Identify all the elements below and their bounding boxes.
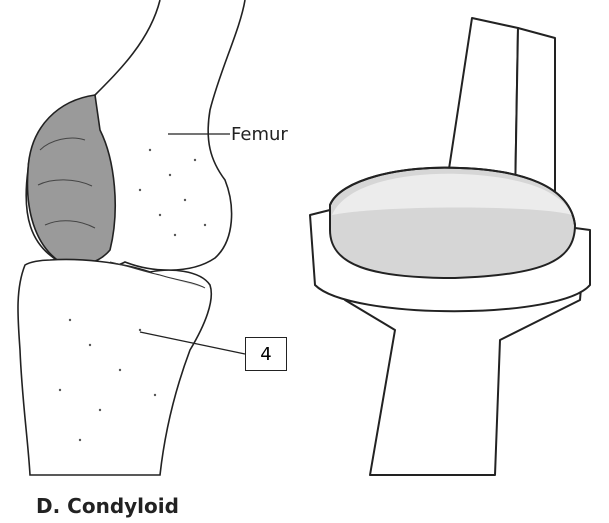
joint-model	[310, 18, 590, 475]
structure-number: 4	[260, 344, 271, 365]
figure-caption: D. Condyloid	[36, 494, 179, 518]
femur-label: Femur	[231, 124, 288, 145]
femur-bone	[26, 0, 245, 270]
structure-number-box: 4	[245, 337, 287, 371]
tibia-bone	[18, 260, 211, 476]
